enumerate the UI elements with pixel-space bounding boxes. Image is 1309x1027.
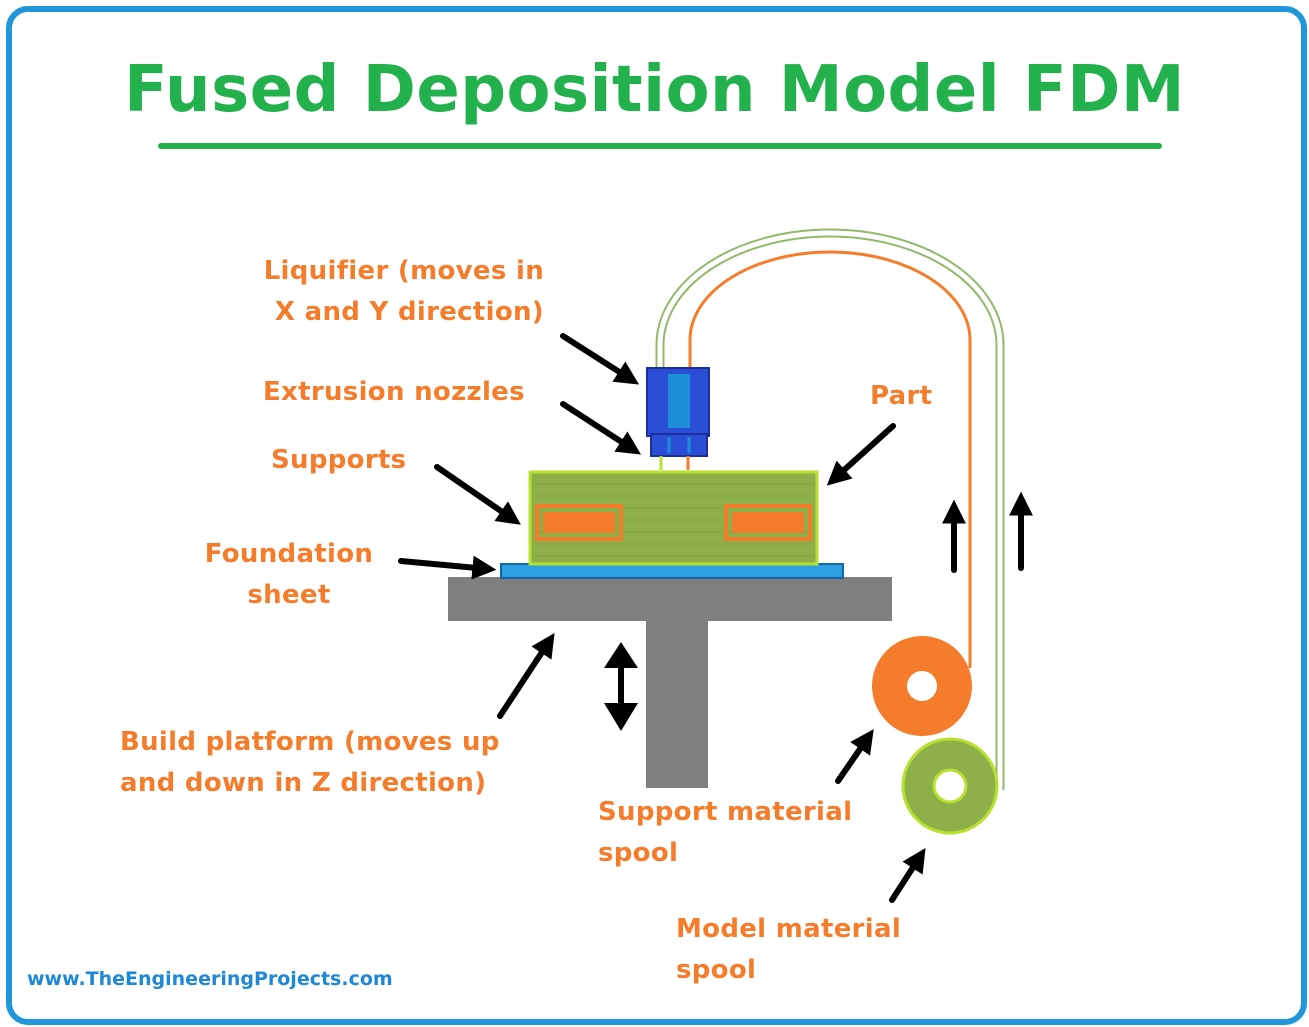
liquifier-label: Liquifier (moves in X and Y direction)	[248, 251, 544, 333]
support-spool-arrow	[835, 729, 874, 784]
support-block-right	[724, 504, 812, 541]
title-underline	[158, 143, 1162, 149]
support-material-spool-label: Support material spool	[598, 792, 852, 874]
foundation-sheet	[500, 563, 844, 579]
model-spool-arrow	[889, 847, 926, 903]
liquifier-label-line-2: X and Y direction)	[274, 297, 544, 327]
model-material-spool	[901, 737, 999, 835]
model-material-spool-label: Model material spool	[676, 909, 901, 991]
foundation-sheet-label-line-1: Foundation	[204, 539, 374, 569]
support-filament-path	[688, 250, 972, 668]
model-filament-path	[655, 228, 1005, 790]
model-spool-label-line-1: Model material	[676, 914, 902, 944]
support-block-left	[535, 504, 623, 541]
foundation-sheet-label: Foundation sheet	[201, 534, 377, 616]
liquifier-head	[646, 367, 710, 457]
liquifier-label-line-1: Liquifier (moves in	[263, 256, 544, 286]
foundation-sheet-arrow	[398, 555, 497, 580]
build-platform-label: Build platform (moves up and down in Z d…	[120, 722, 500, 804]
support-spool-label-line-2: spool	[598, 838, 679, 868]
model-spool-label-line-2: spool	[676, 955, 757, 985]
diagram-title: Fused Deposition Model FDM	[124, 53, 1185, 127]
build-platform-arrow	[497, 632, 555, 719]
foundation-sheet-label-line-2: sheet	[247, 580, 331, 610]
support-spool-label-line-1: Support material	[598, 797, 853, 827]
website-footer: www.TheEngineeringProjects.com	[27, 968, 393, 990]
extrusion-nozzles-label: Extrusion nozzles	[263, 377, 525, 407]
part-label: Part	[870, 381, 933, 411]
supports-label: Supports	[271, 445, 407, 475]
build-platform-label-line-1: Build platform (moves up	[120, 727, 500, 757]
supports-arrow	[434, 464, 521, 525]
part-arrow	[826, 423, 896, 486]
z-axis-double-arrow	[604, 642, 638, 731]
liquifier-arrow	[560, 333, 640, 385]
extrusion-nozzles-arrow	[560, 401, 642, 455]
build-platform	[448, 577, 892, 788]
build-platform-label-line-2: and down in Z direction)	[120, 768, 487, 798]
support-material-spool	[872, 636, 972, 736]
